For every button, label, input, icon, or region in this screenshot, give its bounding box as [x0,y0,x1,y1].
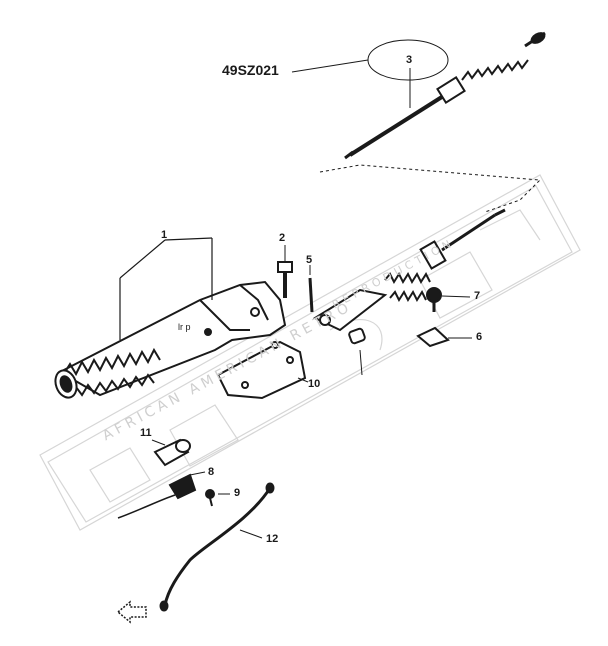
bolt-part-2 [277,245,293,298]
callout-9: 9 [234,487,241,499]
callout-3: 3 [406,54,413,66]
lever-grip [64,347,161,397]
bracket-plate-part-10 [216,340,309,400]
switch-body-part-8 [117,471,206,519]
part-code-label: 49SZ021 [222,62,279,78]
screw-part-9 [205,489,230,507]
clevis-pin [348,327,366,376]
callout-6: 6 [476,331,483,343]
callout-1: 1 [161,229,168,241]
callout-2: 2 [279,232,286,244]
cable-break-line [319,164,542,213]
wire-part-12 [159,482,275,612]
upper-cable-spring [461,59,529,81]
upper-cable-assembly [344,31,546,160]
part-code-leader [291,39,449,108]
clip-part-6 [416,326,472,348]
callout-12: 12 [266,533,279,545]
callout-8: 8 [208,466,215,478]
switch-part-11 [151,438,191,467]
callout-11: 11 [140,427,152,439]
front-cable-adjuster [312,208,506,332]
callout-bracket-1 [119,237,213,340]
pin-part-5 [308,265,314,313]
svg-text:lr p: lr p [178,322,191,332]
callout-5: 5 [306,254,313,266]
watermark-band [39,174,581,531]
front-direction-arrow-icon [116,600,147,624]
callout-7: 7 [474,290,481,302]
parking-brake-lever: lr p [54,280,287,399]
nut-part-7 [426,287,471,312]
callout-10: 10 [308,378,321,390]
